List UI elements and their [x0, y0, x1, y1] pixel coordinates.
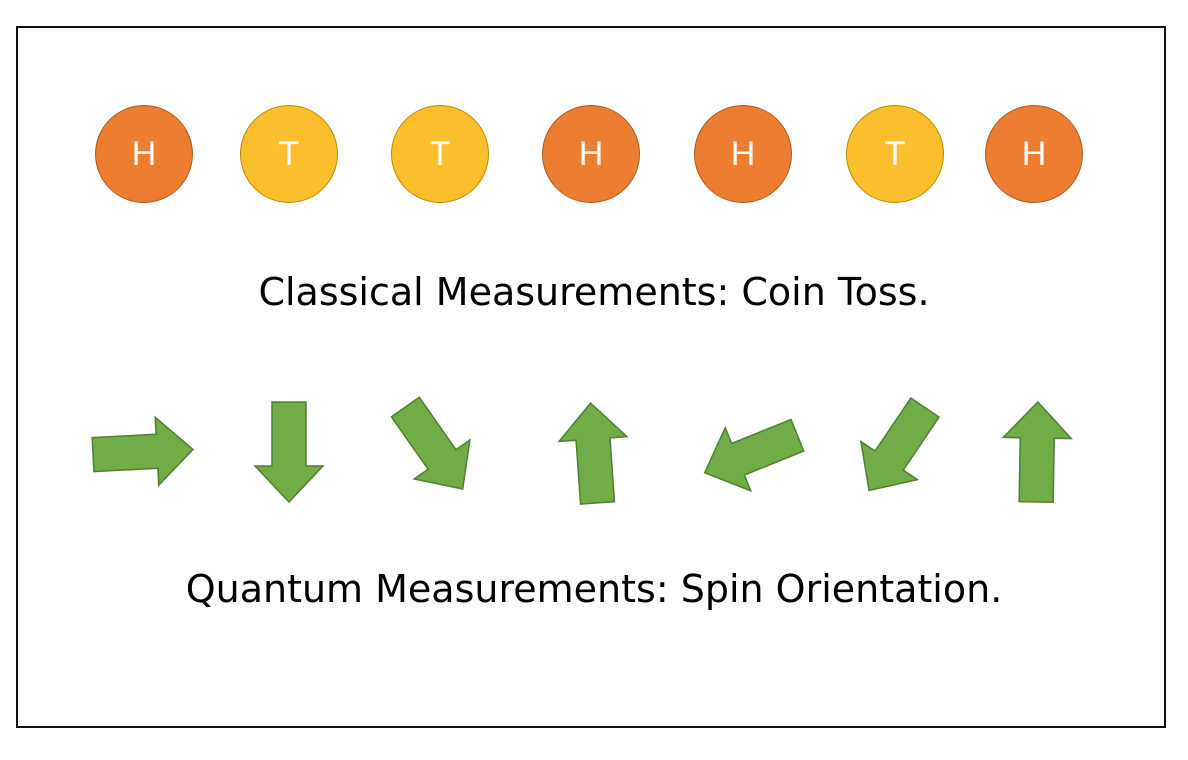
- coin-tails: T: [391, 105, 489, 203]
- spin-arrow-down-left: [859, 397, 941, 492]
- spin-arrow-down: [253, 401, 325, 504]
- coin-tails: T: [240, 105, 338, 203]
- coin-heads: H: [95, 105, 193, 203]
- spin-arrow-down-right: [390, 396, 471, 490]
- spin-arrow-up: [557, 402, 629, 505]
- spin-arrow-up: [1001, 400, 1073, 504]
- classical-measurements-caption: Classical Measurements: Coin Toss.: [258, 270, 930, 314]
- coin-heads: H: [985, 105, 1083, 203]
- spin-arrow-left: [703, 418, 805, 493]
- quantum-measurements-caption: Quantum Measurements: Spin Orientation.: [185, 567, 1003, 611]
- coin-heads: H: [694, 105, 792, 203]
- spin-arrow-right: [91, 415, 195, 487]
- coin-heads: H: [542, 105, 640, 203]
- coin-tails: T: [846, 105, 944, 203]
